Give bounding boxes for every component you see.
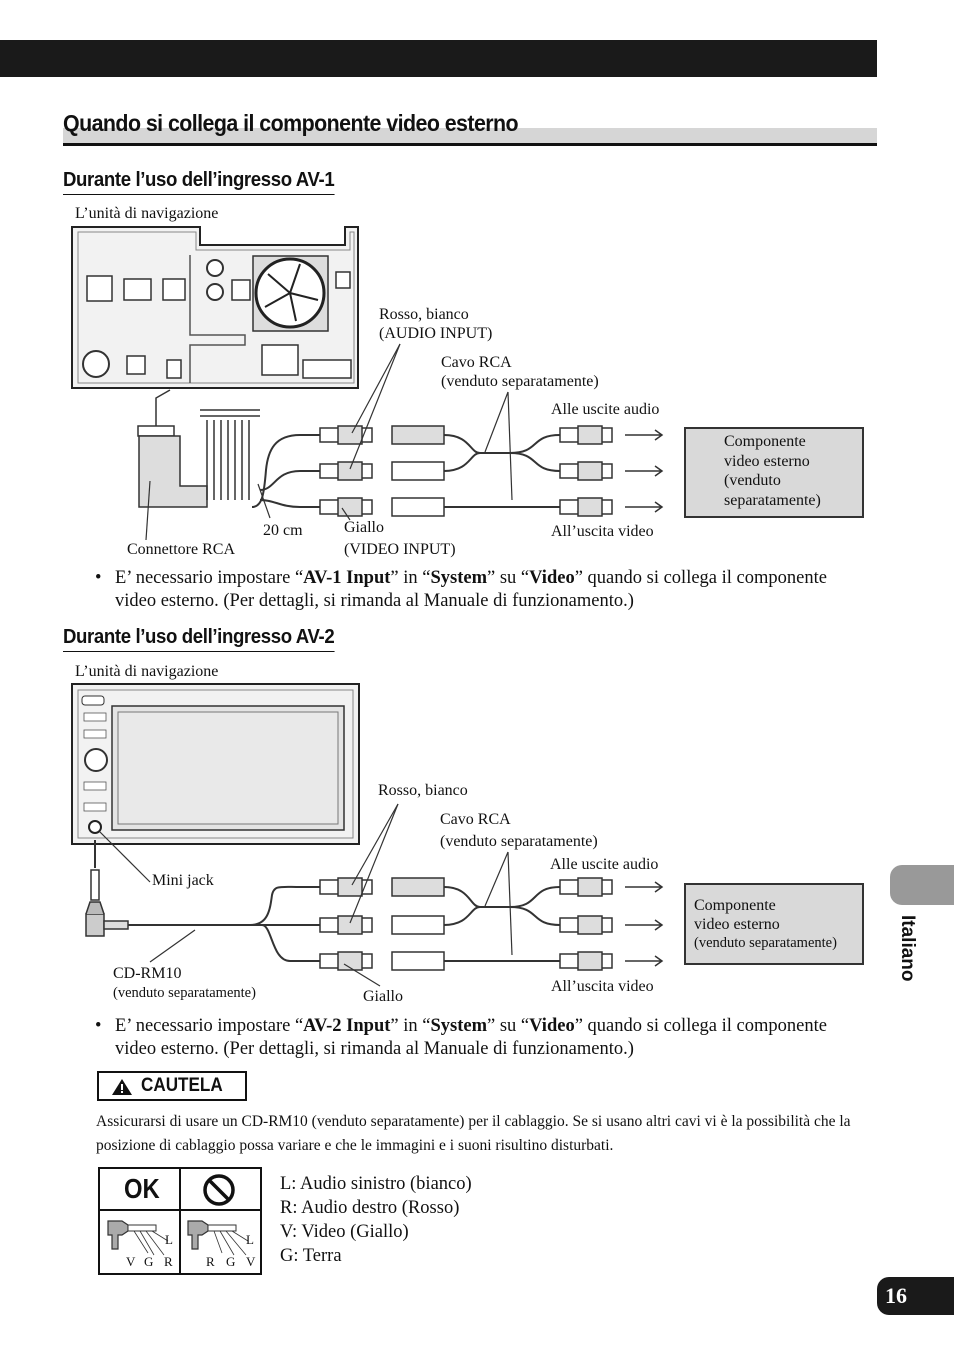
- legend-item: V: Video (Giallo): [280, 1222, 409, 1242]
- ok-label: OK: [124, 1173, 160, 1204]
- pin-legend: L: Audio sinistro (bianco) R: Audio dest…: [280, 1172, 472, 1268]
- caution-badge: CAUTELA: [97, 1071, 247, 1101]
- plug-ng-letter-g: G: [226, 1254, 236, 1269]
- top-bar: [0, 40, 877, 77]
- nav-unit-label-av1: L’unità di navigazione: [75, 205, 219, 222]
- component-label-av1: Componente video esterno (venduto separa…: [724, 433, 821, 509]
- label-rca-cable-av1: Cavo RCA: [441, 354, 512, 371]
- label-cd-rm10-sub: (venduto separatamente): [113, 985, 256, 1001]
- plug-ng-letter-r: R: [206, 1254, 215, 1269]
- legend-item: G: Terra: [280, 1246, 342, 1266]
- label-audio-out-av1: Alle uscite audio: [551, 401, 660, 418]
- label-rca-cable-sub-av2: (venduto separatamente): [440, 833, 598, 850]
- page-number: 16: [885, 1283, 907, 1308]
- component-label-av2: Componente video esterno (venduto separa…: [694, 897, 837, 951]
- prohibited-icon: [203, 1174, 235, 1206]
- label-red-white-av2: Rosso, bianco: [378, 782, 468, 799]
- page-title: Quando si collega il componente video es…: [63, 110, 519, 136]
- label-yellow-av2: Giallo: [363, 988, 403, 1005]
- label-20cm: 20 cm: [263, 522, 303, 539]
- plug-ok-letter-r: R: [164, 1254, 173, 1269]
- external-video-component-box-av2: [684, 883, 864, 965]
- caution-label: CAUTELA: [141, 1075, 223, 1096]
- plug-ok-letter-g: G: [144, 1254, 154, 1269]
- label-cd-rm10: CD-RM10: [113, 965, 182, 982]
- section-heading-av1: Durante l’uso dell’ingresso AV-1: [63, 169, 335, 195]
- caution-text: Assicurarsi di usare un CD-RM10 (venduto…: [96, 1113, 851, 1154]
- nav-unit-label-av2: L’unità di navigazione: [75, 663, 219, 680]
- legend-item: R: Audio destro (Rosso): [280, 1198, 460, 1218]
- plug-compatibility-table: OK V G R L R G V L: [98, 1167, 262, 1275]
- label-video-input: (VIDEO INPUT): [344, 541, 456, 558]
- warning-icon: [112, 1079, 132, 1095]
- plug-ng-drawing: [187, 1220, 249, 1256]
- external-video-component-box-av1: [684, 427, 864, 518]
- label-rca-cable-sub-av1: (venduto separatamente): [441, 373, 599, 390]
- label-rca-cable-av2: Cavo RCA: [440, 811, 511, 828]
- plug-ok-letter-l: L: [165, 1232, 173, 1247]
- plug-table-grid: [100, 1169, 260, 1273]
- language-tab: [890, 865, 954, 905]
- label-yellow-av1: Giallo: [344, 519, 384, 536]
- label-mini-jack: Mini jack: [152, 872, 214, 889]
- section-heading-av2: Durante l’uso dell’ingresso AV-2: [63, 626, 335, 652]
- label-audio-input: (AUDIO INPUT): [379, 325, 493, 342]
- legend-item: L: Audio sinistro (bianco): [280, 1174, 472, 1194]
- bullet-av1: • E’ necessario impostare “AV-1 Input” i…: [95, 568, 827, 611]
- page-number-badge: 16: [877, 1277, 954, 1315]
- label-rca-connector: Connettore RCA: [127, 541, 235, 558]
- language-label: Italiano: [897, 915, 918, 982]
- plug-ok-letter-v: V: [126, 1254, 136, 1269]
- label-video-out-av2: All’uscita video: [551, 978, 654, 995]
- label-red-white-av1: Rosso, bianco: [379, 306, 469, 323]
- plug-ng-letter-v: V: [246, 1254, 256, 1269]
- plug-ok-drawing: [107, 1220, 169, 1256]
- label-video-out-av1: All’uscita video: [551, 523, 654, 540]
- page-title-block: Quando si collega il componente video es…: [63, 110, 877, 146]
- label-audio-out-av2: Alle uscite audio: [550, 856, 659, 873]
- plug-ng-letter-l: L: [246, 1232, 254, 1247]
- bullet-av2: • E’ necessario impostare “AV-2 Input” i…: [95, 1016, 827, 1059]
